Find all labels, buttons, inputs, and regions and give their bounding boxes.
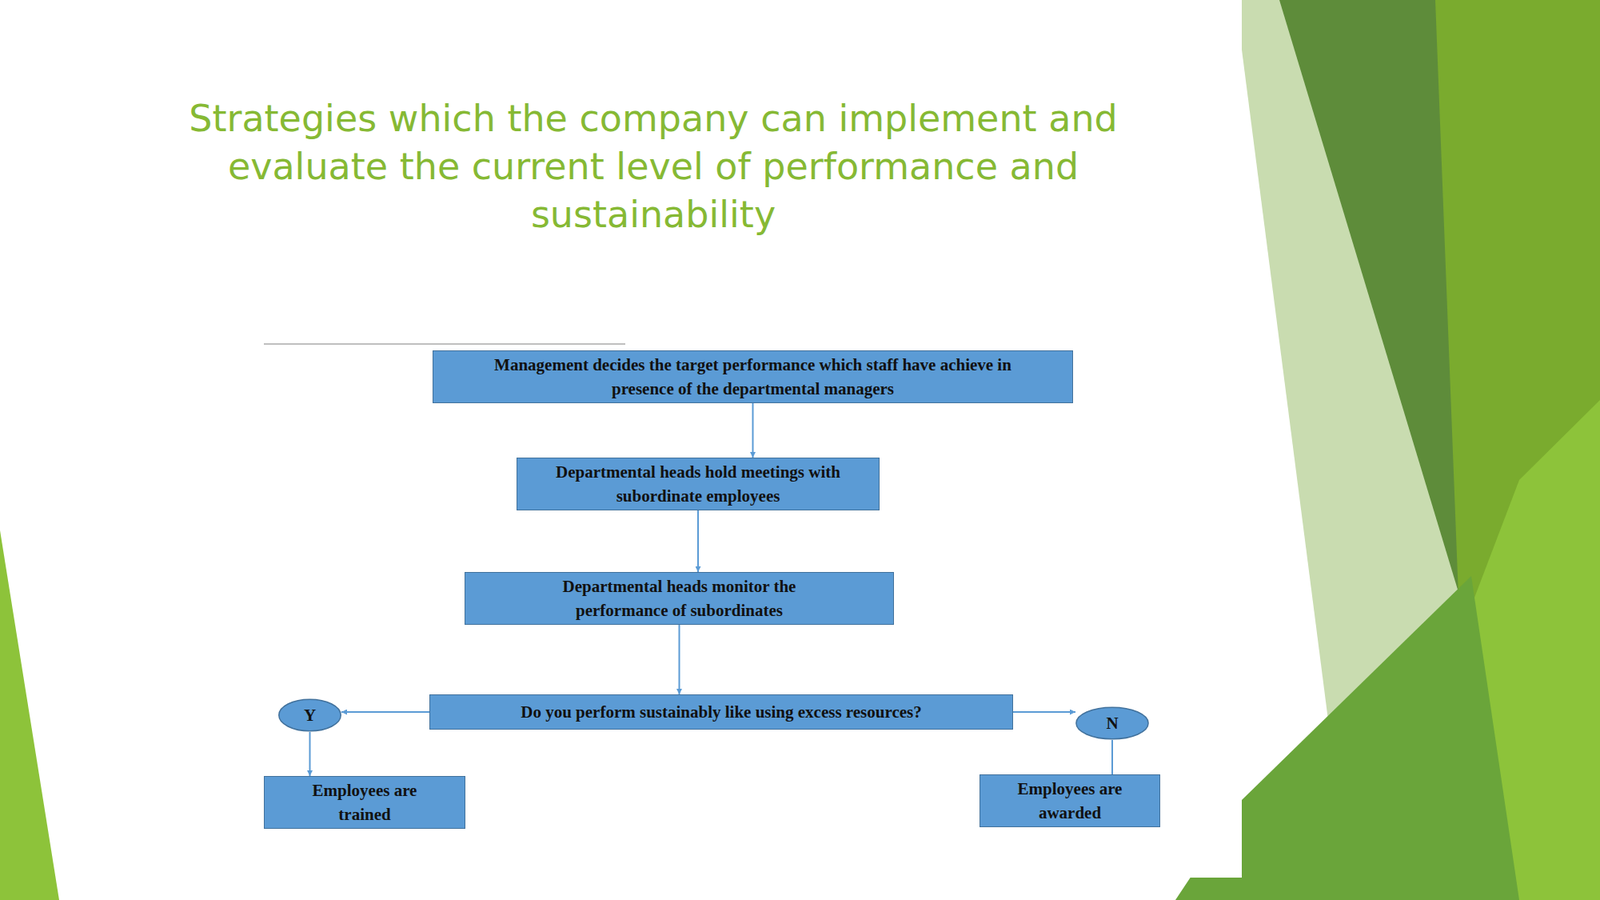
process-box: Departmental heads monitor the performan… bbox=[464, 571, 894, 625]
node-text: Do you perform sustainably like using ex… bbox=[520, 699, 922, 724]
flow-arrow bbox=[309, 731, 312, 776]
flow-arrow bbox=[697, 510, 699, 572]
outcome-box: Employees are trained bbox=[263, 775, 466, 829]
node-text: Employees are trained bbox=[292, 778, 437, 826]
green-band bbox=[0, 530, 60, 900]
node-text: Employees are awarded bbox=[997, 776, 1142, 825]
answer-circle: Y bbox=[278, 698, 342, 732]
slide-title: Strategies which the company can impleme… bbox=[133, 94, 1174, 239]
node-text: Management decides the target performanc… bbox=[493, 352, 1014, 401]
flow-arrow bbox=[341, 710, 430, 713]
node-text: Departmental heads monitor the performan… bbox=[527, 574, 832, 623]
node-text: N bbox=[1105, 710, 1118, 735]
decision-box: Do you perform sustainably like using ex… bbox=[429, 694, 1014, 730]
flow-arrow bbox=[752, 402, 755, 458]
outcome-box: Employees are awarded bbox=[979, 774, 1161, 827]
node-text: Departmental heads hold meetings with su… bbox=[552, 459, 845, 508]
process-box: Management decides the target performanc… bbox=[432, 350, 1074, 403]
flow-arrow bbox=[678, 624, 681, 695]
flow-arrow bbox=[1111, 739, 1114, 775]
flow-arrow bbox=[1013, 710, 1076, 713]
slide-panel bbox=[0, 0, 1242, 878]
node-text: Y bbox=[303, 702, 316, 727]
answer-circle: N bbox=[1075, 706, 1150, 740]
rule-line bbox=[263, 343, 626, 345]
process-box: Departmental heads hold meetings with su… bbox=[516, 457, 880, 511]
